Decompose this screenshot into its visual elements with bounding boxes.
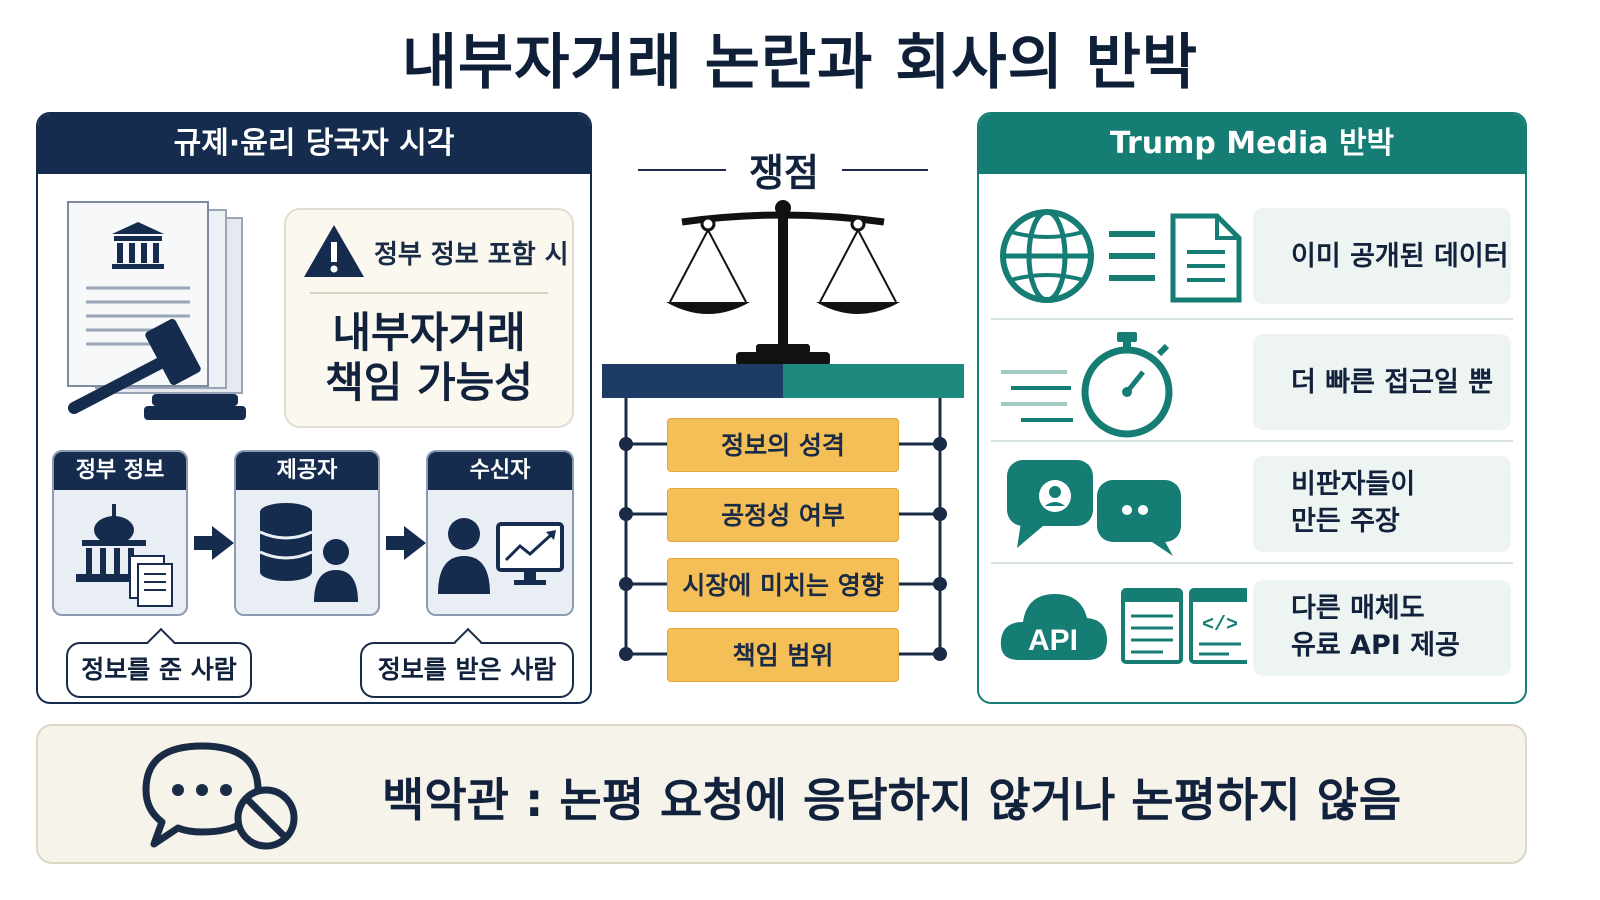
row-divider [991,562,1513,564]
row-divider [991,440,1513,442]
page-title: 내부자거래 논란과 회사의 반박 [401,28,1199,98]
flow-card-label: 수신자 [428,452,572,490]
flow-card-label: 정부 정보 [54,452,186,490]
white-house-statement-banner: 백악관 : 논평 요청에 응답하지 않거나 논평하지 않음 [36,724,1527,864]
code-icon: </> [1202,614,1238,637]
person-chart-icon [438,518,564,594]
regulator-view-panel: 규제·윤리 당국자 시각 정부 정보 포함 시 내부자거래 책임 가 [36,112,592,704]
rebuttal-text: 이미 공개된 데이터 [1291,241,1509,272]
bubble-pointer [146,627,176,657]
flow-arrow-icon [386,526,426,560]
insider-trading-warning-box: 정부 정보 포함 시 내부자거래 책임 가능성 [284,208,574,428]
liability-line-1: 내부자거래 [332,308,526,357]
rebuttal-card [1253,456,1511,552]
heading-rule-left [638,169,726,171]
capitol-icon [76,504,173,607]
rebuttal-card [1253,334,1511,430]
legal-document-gavel-icon [67,201,246,420]
flow-card-provider: 제공자 [234,450,380,616]
warning-icon [304,225,364,277]
api-cloud-icon: API </> [1000,588,1247,664]
warning-condition-label: 정부 정보 포함 시 [374,240,569,270]
issues-heading: 쟁점 [749,151,819,195]
rebuttal-card [1253,580,1511,676]
rebuttal-line: 비판자들이 [1291,469,1416,500]
issue-item: 책임 범위 [667,628,899,682]
database-person-icon [259,503,358,602]
row-divider [991,318,1513,320]
rebuttal-row: 비판자들이 만든 주장 [991,446,1513,564]
globe-document-icon [1000,209,1242,303]
rebuttal-heading: Trump Media 반박 [979,114,1525,174]
bubble-pointer [453,627,483,657]
rebuttal-row: 이미 공개된 데이터 [991,198,1513,316]
receiver-label-bubble: 정보를 받은 사람 [360,627,574,698]
rebuttal-text: 다른 매체도 유료 API 제공 [1291,590,1460,664]
rebuttal-text: 더 빠른 접근일 뿐 [1291,367,1494,398]
issue-item: 정보의 성격 [667,418,899,472]
trump-media-rebuttal-panel: Trump Media 반박 이미 공개된 데이터 [977,112,1527,704]
issue-item: 공정성 여부 [667,488,899,542]
divider [310,292,548,294]
rebuttal-line: 다른 매체도 [1291,593,1425,624]
liability-line-2: 책임 가능성 [325,358,533,407]
flow-card-government-info: 정부 정보 [52,450,188,616]
api-label: API [1028,624,1078,657]
flow-card-label: 제공자 [236,452,378,490]
no-comment-icon [142,742,298,850]
rebuttal-line: 만든 주장 [1291,506,1400,537]
stopwatch-icon [1001,332,1173,438]
flow-arrow-icon [194,526,234,560]
scales-of-justice-icon [602,200,964,661]
rebuttal-card [1253,208,1511,304]
rebuttal-line: 유료 API 제공 [1291,630,1460,661]
rebuttal-text: 비판자들이 만든 주장 [1291,466,1415,540]
white-house-statement: 백악관 : 논평 요청에 응답하지 않거나 논평하지 않음 [382,773,1402,827]
giver-label-bubble: 정보를 준 사람 [66,627,252,698]
giver-label: 정보를 준 사람 [81,655,237,684]
receiver-label: 정보를 받은 사람 [377,655,557,684]
rebuttal-row: 더 빠른 접근일 뿐 [991,324,1513,442]
heading-rule-right [842,169,928,171]
regulator-view-heading: 규제·윤리 당국자 시각 [38,114,590,174]
chat-bubbles-icon [1007,460,1181,556]
issue-item: 시장에 미치는 영향 [667,558,899,612]
liability-statement: 내부자거래 책임 가능성 [286,308,572,408]
flow-card-recipient: 수신자 [426,450,574,616]
rebuttal-row: API </> 다른 매체도 유료 API 제공 [991,570,1513,688]
